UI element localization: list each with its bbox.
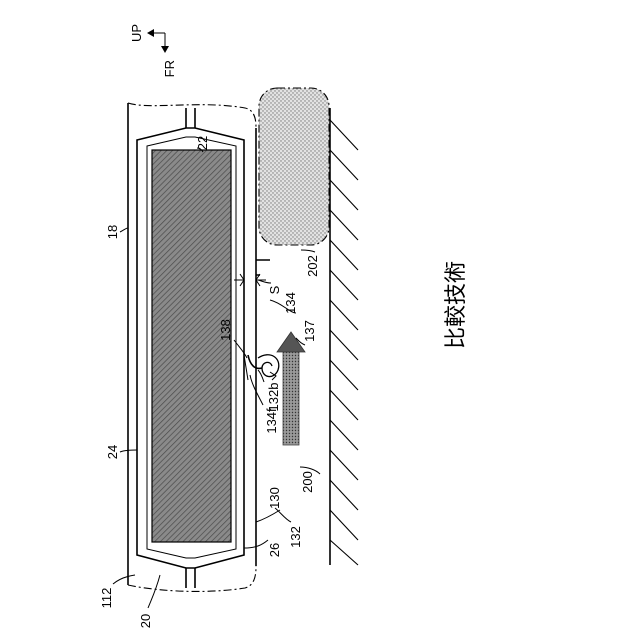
label-24: 24 xyxy=(105,445,120,459)
label-138: 138 xyxy=(218,319,233,341)
label-s: S xyxy=(267,285,282,294)
label-132: 132 xyxy=(288,526,303,548)
label-130: 130 xyxy=(267,487,282,509)
figure-title: 比較技術 xyxy=(444,261,469,349)
up-arrowhead-icon xyxy=(147,29,154,37)
curl-element-132b xyxy=(258,355,279,380)
up-label: UP xyxy=(129,24,144,42)
fr-label: FR xyxy=(162,60,177,77)
fr-arrowhead-icon xyxy=(161,46,169,53)
label-26: 26 xyxy=(267,543,282,557)
core-block-22 xyxy=(152,150,231,542)
label-137: 137 xyxy=(302,320,317,342)
ground-200 xyxy=(330,108,358,565)
label-132b: 132b xyxy=(266,383,281,412)
label-18: 18 xyxy=(105,225,120,239)
label-20: 20 xyxy=(138,614,153,628)
force-arrow-137 xyxy=(277,332,305,445)
label-134f: 134f xyxy=(264,408,279,434)
gap-s-marker xyxy=(234,274,266,286)
label-22: 22 xyxy=(195,136,210,150)
label-200: 200 xyxy=(300,471,315,493)
orientation-indicator: UP FR xyxy=(129,24,177,77)
label-112: 112 xyxy=(99,588,114,609)
label-202: 202 xyxy=(305,255,320,277)
label-134: 134 xyxy=(283,292,298,314)
obstacle-202 xyxy=(259,88,329,245)
